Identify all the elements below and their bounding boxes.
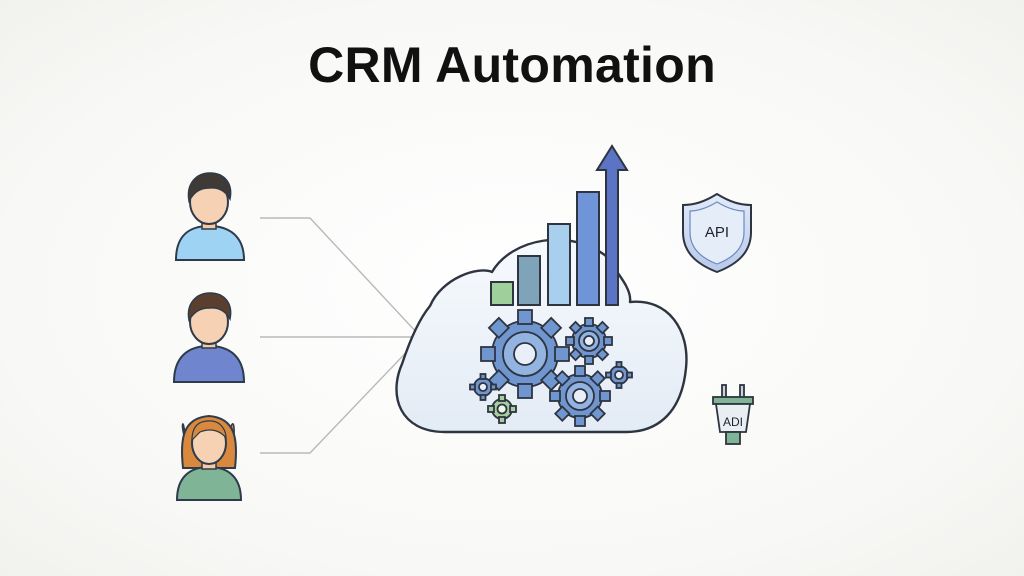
- shirt-1: [174, 224, 246, 261]
- gear-cluster: [469, 309, 633, 427]
- hair-1: [187, 172, 232, 204]
- growth-bar-3: [547, 223, 571, 306]
- connector-lines: [260, 217, 419, 454]
- shield-icon: API: [682, 192, 752, 274]
- growth-bar-2: [517, 255, 541, 306]
- user-avatar-2: [172, 292, 246, 383]
- gear-icon: [480, 309, 570, 399]
- connector-user-3: [260, 339, 419, 454]
- connector-user-1: [260, 217, 419, 335]
- diagram-title: CRM Automation: [308, 37, 716, 93]
- shirt-3: [175, 465, 243, 501]
- plug-icon: ADI: [712, 384, 754, 445]
- gear-icon: [565, 317, 613, 365]
- user-avatar-1: [174, 172, 246, 261]
- gear-icon: [549, 365, 611, 427]
- shirt-2: [172, 344, 246, 383]
- gear-icon: [605, 361, 633, 389]
- gear-icon: [487, 394, 517, 424]
- growth-bar-4: [576, 191, 600, 306]
- user-avatar-3: [175, 414, 243, 501]
- growth-bar-1: [490, 281, 514, 306]
- api-shield-label: API: [705, 224, 729, 241]
- growth-arrow-icon: [595, 144, 629, 306]
- api-plug-label: ADI: [723, 415, 743, 429]
- growth-chart: [490, 144, 629, 306]
- fringe-3: [191, 420, 227, 442]
- gear-icon: [469, 373, 497, 401]
- hair-2: [187, 292, 232, 323]
